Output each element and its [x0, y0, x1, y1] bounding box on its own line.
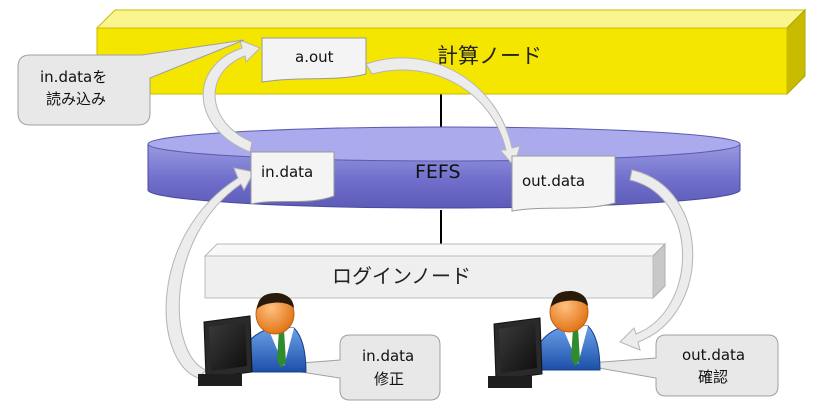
- callout-edit-line1: in.data: [362, 347, 414, 365]
- file-indata: in.data: [250, 151, 335, 205]
- user-workstation-right: [488, 290, 601, 388]
- callout-edit: in.data 修正: [261, 334, 441, 401]
- login-node-label: ログインノード: [332, 264, 471, 288]
- callout-read-line1: in.dataを: [40, 68, 107, 86]
- callout-read: in.dataを 読み込み: [17, 39, 245, 126]
- user-icon: [531, 290, 601, 371]
- check-arrow: [619, 169, 694, 351]
- file-outdata: out.data: [511, 155, 616, 212]
- callout-edit-line2: 修正: [374, 370, 404, 388]
- compute-node-label: 計算ノード: [437, 44, 542, 68]
- callout-check: out.data 確認: [575, 334, 779, 397]
- read-arrow: [202, 39, 261, 153]
- compute-node: 計算ノード: [95, 8, 807, 96]
- callout-check-line1: out.data: [682, 346, 745, 364]
- file-aout-label: a.out: [295, 48, 334, 66]
- file-outdata-label: out.data: [522, 172, 585, 190]
- file-indata-label: in.data: [261, 163, 313, 181]
- login-node: ログインノード: [203, 242, 667, 300]
- user-workstation-left: [198, 292, 307, 386]
- fefs-label: FEFS: [415, 161, 461, 183]
- file-aout: a.out: [261, 37, 367, 83]
- callout-read-line2: 読み込み: [46, 90, 106, 108]
- computer-icon: [488, 317, 543, 388]
- computer-icon: [198, 315, 253, 386]
- callout-check-line2: 確認: [698, 368, 728, 386]
- user-icon: [237, 292, 307, 373]
